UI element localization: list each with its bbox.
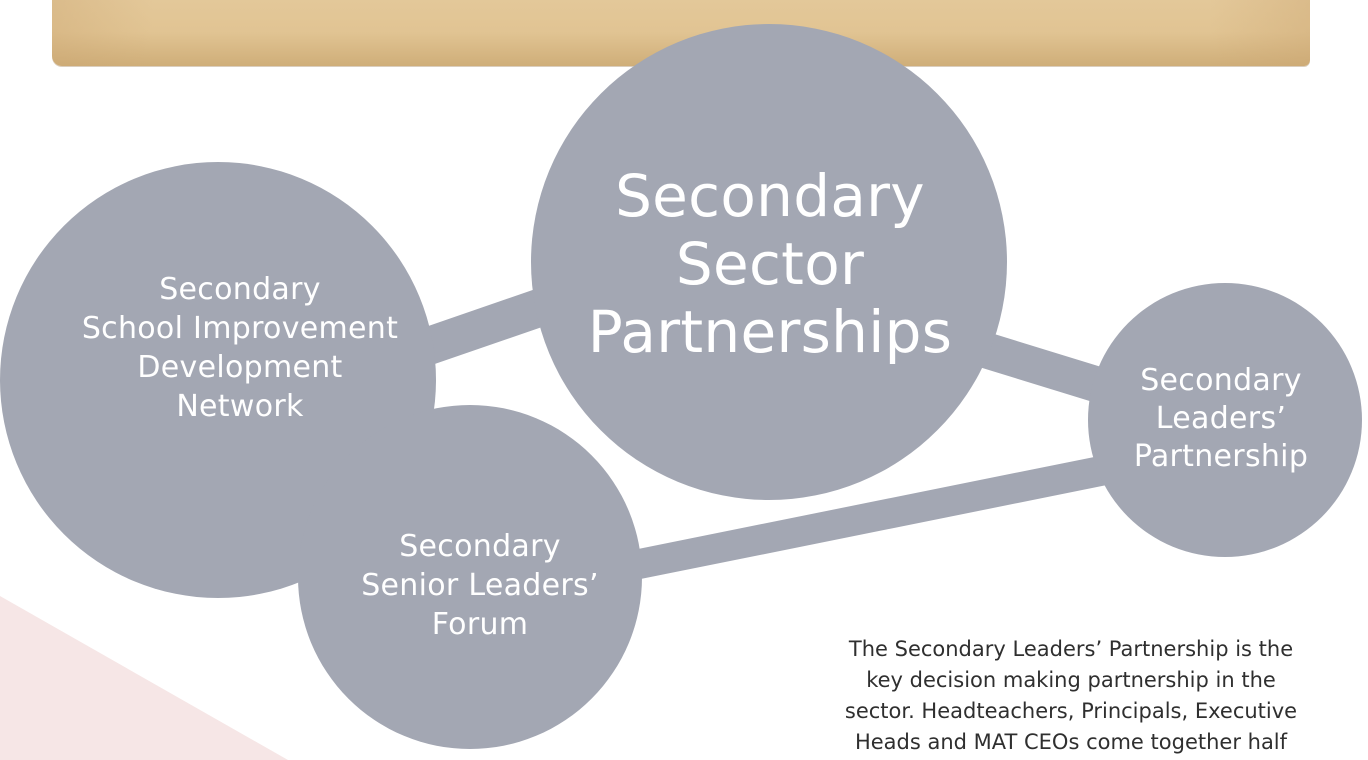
node-main-label[interactable]: Secondary Sector Partnerships xyxy=(587,162,953,366)
node-sid-network-label[interactable]: Secondary School Improvement Development… xyxy=(81,272,399,424)
connector-forum-to-leaders-partnership xyxy=(557,440,1183,595)
node-leaders-partnership-circle xyxy=(1088,283,1362,557)
node-senior-leaders-forum-label[interactable]: Secondary Senior Leaders’ Forum xyxy=(361,529,599,642)
node-senior-leaders-forum-circle xyxy=(298,405,642,749)
node-main-circle xyxy=(531,24,1007,500)
node-leaders-partnership-label[interactable]: Secondary Leaders’ Partnership xyxy=(1133,363,1309,474)
description-text: The Secondary Leaders’ Partnership is th… xyxy=(844,637,1298,754)
